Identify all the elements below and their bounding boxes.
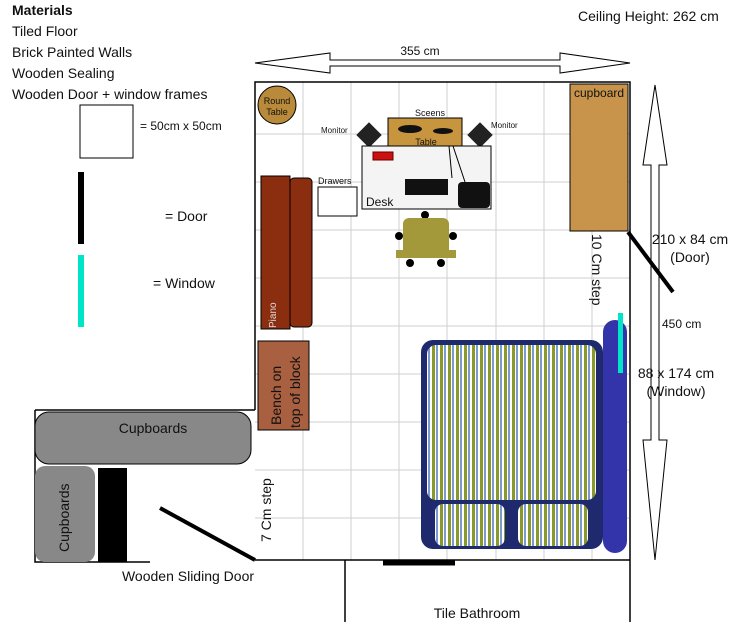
- monitor-label: Monitor: [491, 121, 518, 130]
- computer-box: [458, 182, 490, 208]
- width-arrow: [254, 52, 631, 74]
- cupboard-label: cupboard: [574, 86, 624, 100]
- keyboard: [405, 179, 448, 195]
- table-label: Table: [415, 137, 437, 147]
- bed: [421, 313, 627, 553]
- legend-scale: = 50cm x 50cm: [140, 119, 222, 133]
- screen: [398, 125, 422, 133]
- monitor-label: Monitor: [321, 126, 348, 135]
- window-dim-label: (Window): [646, 383, 705, 399]
- piano-keys: [289, 177, 313, 328]
- sliding-door: [159, 506, 256, 562]
- cupboards-side: [35, 466, 95, 562]
- length-dim: 450 cm: [662, 317, 701, 331]
- legend-title: Materials: [12, 2, 73, 18]
- cables: [448, 145, 466, 183]
- legend-item: Tiled Floor: [12, 23, 78, 39]
- scale-square: [79, 104, 134, 159]
- sliding-door-label: Wooden Sliding Door: [122, 568, 254, 584]
- bench-label: Bench on: [268, 366, 284, 425]
- legend-item: Wooden Sealing: [12, 65, 115, 81]
- screens-label: Sceens: [415, 108, 446, 118]
- window-symbol: [78, 255, 84, 327]
- piano: [260, 175, 291, 330]
- drawers: [317, 186, 358, 217]
- legend-window: = Window: [153, 275, 215, 291]
- drawers-label: Drawers: [318, 176, 352, 186]
- legend-item: Wooden Door + window frames: [12, 86, 208, 102]
- cupboard: [569, 83, 629, 232]
- door-dim-label: (Door): [670, 249, 710, 265]
- round-table: [257, 85, 297, 125]
- red-device: [372, 151, 394, 161]
- window: [618, 313, 623, 373]
- cupboards-top-label: Cupboards: [119, 420, 188, 436]
- bench: [257, 340, 310, 431]
- monitor-speaker-left: [356, 122, 382, 148]
- width-dim: 355 cm: [400, 44, 439, 58]
- window-dim: 88 x 174 cm: [638, 365, 714, 381]
- step-7cm-label: 7 Cm step: [258, 478, 274, 542]
- walls: [34, 81, 631, 622]
- desk-label: Desk: [366, 195, 394, 209]
- legend-item: Brick Painted Walls: [12, 44, 133, 60]
- step-10cm-label: 10 Cm step: [589, 234, 605, 306]
- cupboards-top: [34, 411, 252, 465]
- bathroom-label: Tile Bathroom: [434, 605, 521, 621]
- round-table-label: Table: [266, 107, 288, 117]
- screen: [433, 128, 453, 134]
- legend-door: = Door: [165, 208, 208, 224]
- door-symbol: [78, 172, 84, 244]
- left-door: [98, 468, 127, 562]
- piano-label: Piano: [268, 302, 279, 328]
- round-table-label: Round: [264, 96, 291, 106]
- door-dim: 210 x 84 cm: [652, 231, 728, 247]
- door: [626, 230, 675, 294]
- monitor-speaker-right: [467, 122, 493, 148]
- ceiling-height: Ceiling Height: 262 cm: [578, 8, 719, 24]
- office-chair: [395, 211, 457, 267]
- cupboards-side-label: Cupboards: [56, 484, 72, 553]
- bench-label: top of block: [287, 355, 303, 428]
- length-arrow: [642, 84, 668, 561]
